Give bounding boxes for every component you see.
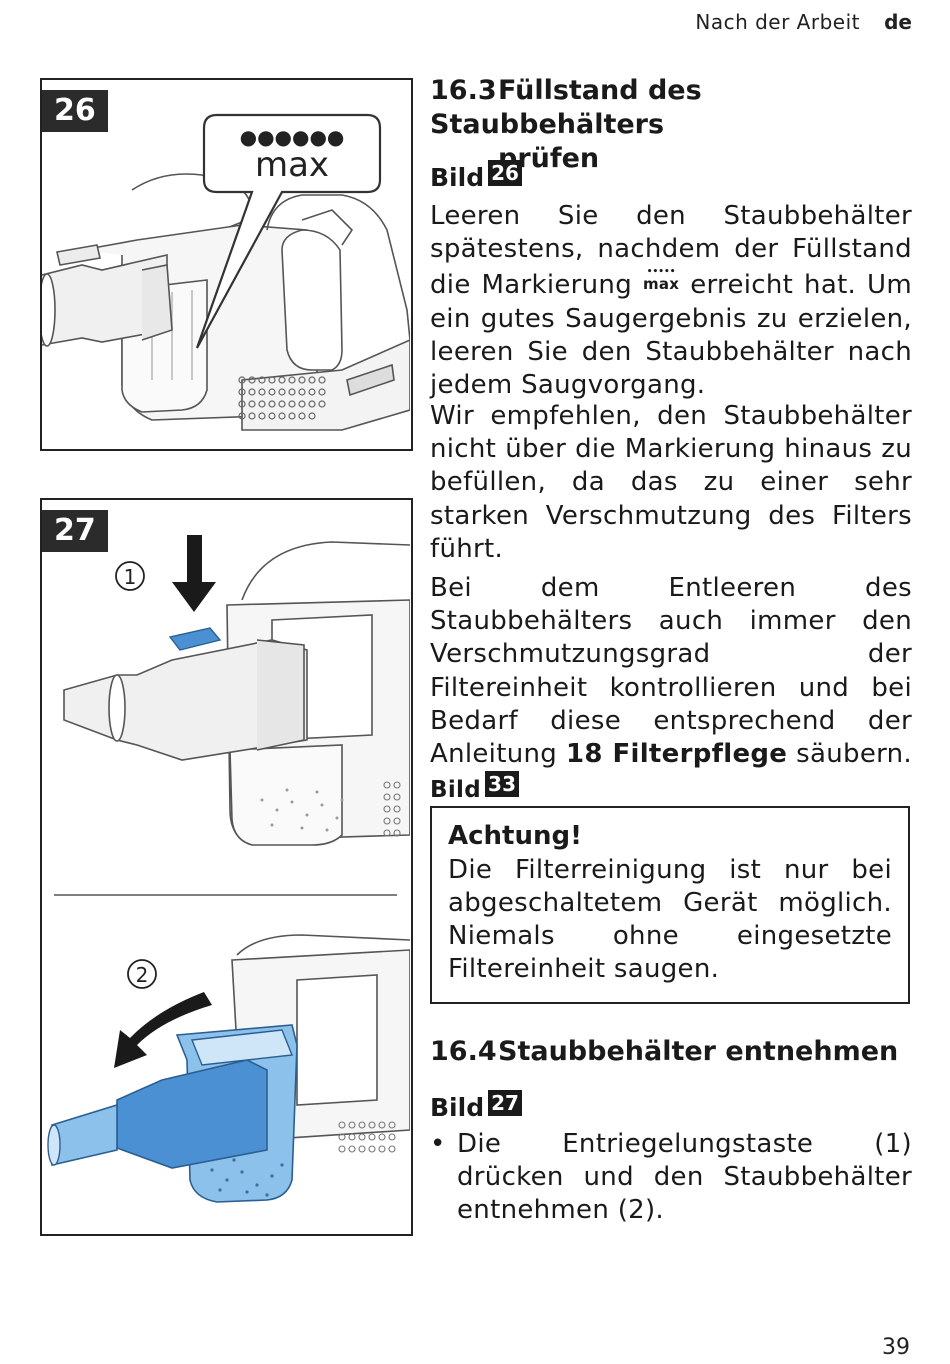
cross-reference-filterpflege[interactable]: 18 Filterpflege [565,739,788,770]
section-16-4-number: 16.4 [430,1036,497,1067]
max-callout-dots: ●●●●●● [240,125,345,149]
section-16-3-paragraph-2: Wir empfehlen, den Staubbehälter nicht ü… [430,401,912,564]
max-callout-label: max [255,145,329,185]
bild-label-2: Bild [430,1093,485,1122]
warning-box: Achtung! Die Filterreinigung ist nur bei… [430,806,910,1004]
figure-27: 27 1 [40,498,413,1236]
para1-part-a: Leeren Sie den Staubbehälter spätestens,… [430,201,912,301]
section-16-3-heading: 16.3Füllstand des Staubbehälters prüfen [430,74,912,176]
figure-26-illustration: ●●●●●● max [42,113,410,431]
figure-26-number: 26 [42,90,108,132]
figure-ref-badge-26: 26 [488,160,522,186]
para3-part-b: säubern. [796,739,912,770]
instruction-bullet: • Die Entriegelungstaste (1) drücken und… [430,1128,912,1228]
warning-title: Achtung! [448,821,582,851]
max-marking-text: max [642,275,680,294]
section-16-3-number: 16.3 [430,75,497,106]
page-number: 39 [882,1335,910,1360]
instruction-bullet-text: Die Entriegelungstaste (1) drücken und d… [457,1129,912,1226]
figure-ref-badge-27: 27 [488,1090,522,1116]
bild-label: Bild [430,163,485,192]
figure-27-illustration: 1 2 [47,535,410,1203]
max-marking-dots: ••••• [646,267,676,278]
para1-part-b: erreicht hat. Um ein gutes Saugergebnis … [430,270,912,401]
bullet-mark: • [430,1129,446,1159]
section-16-4-heading: 16.4Staubbehälter entnehmen [430,1035,912,1069]
section-16-3-title-line1: Füllstand des Staubbehälters [430,75,702,140]
step-1-marker: 1 [124,565,137,589]
warning-body: Die Filterreinigung ist nur bei abgescha… [448,855,892,984]
step-2-marker: 2 [136,963,149,987]
figure-ref-badge-33: 33 [484,771,520,798]
figure-27-number: 27 [42,510,108,552]
section-16-3-paragraph-3: Bei dem Entleeren des Staubbehälters auc… [430,572,912,807]
para3-bild-label: Bild [430,777,481,804]
section-16-4-title: Staubbehälter entnehmen [498,1036,899,1067]
section-16-3-paragraph-1: Leeren Sie den Staubbehälter spätestens,… [430,200,912,402]
running-header-section: Nach der Arbeit [695,10,860,34]
max-marking-icon: •••••max [642,266,680,294]
para3-part-a: Bei dem Entleeren des Staubbehälters auc… [430,573,912,770]
figure-26: 26 [40,78,413,451]
running-header-language: de [884,10,912,34]
